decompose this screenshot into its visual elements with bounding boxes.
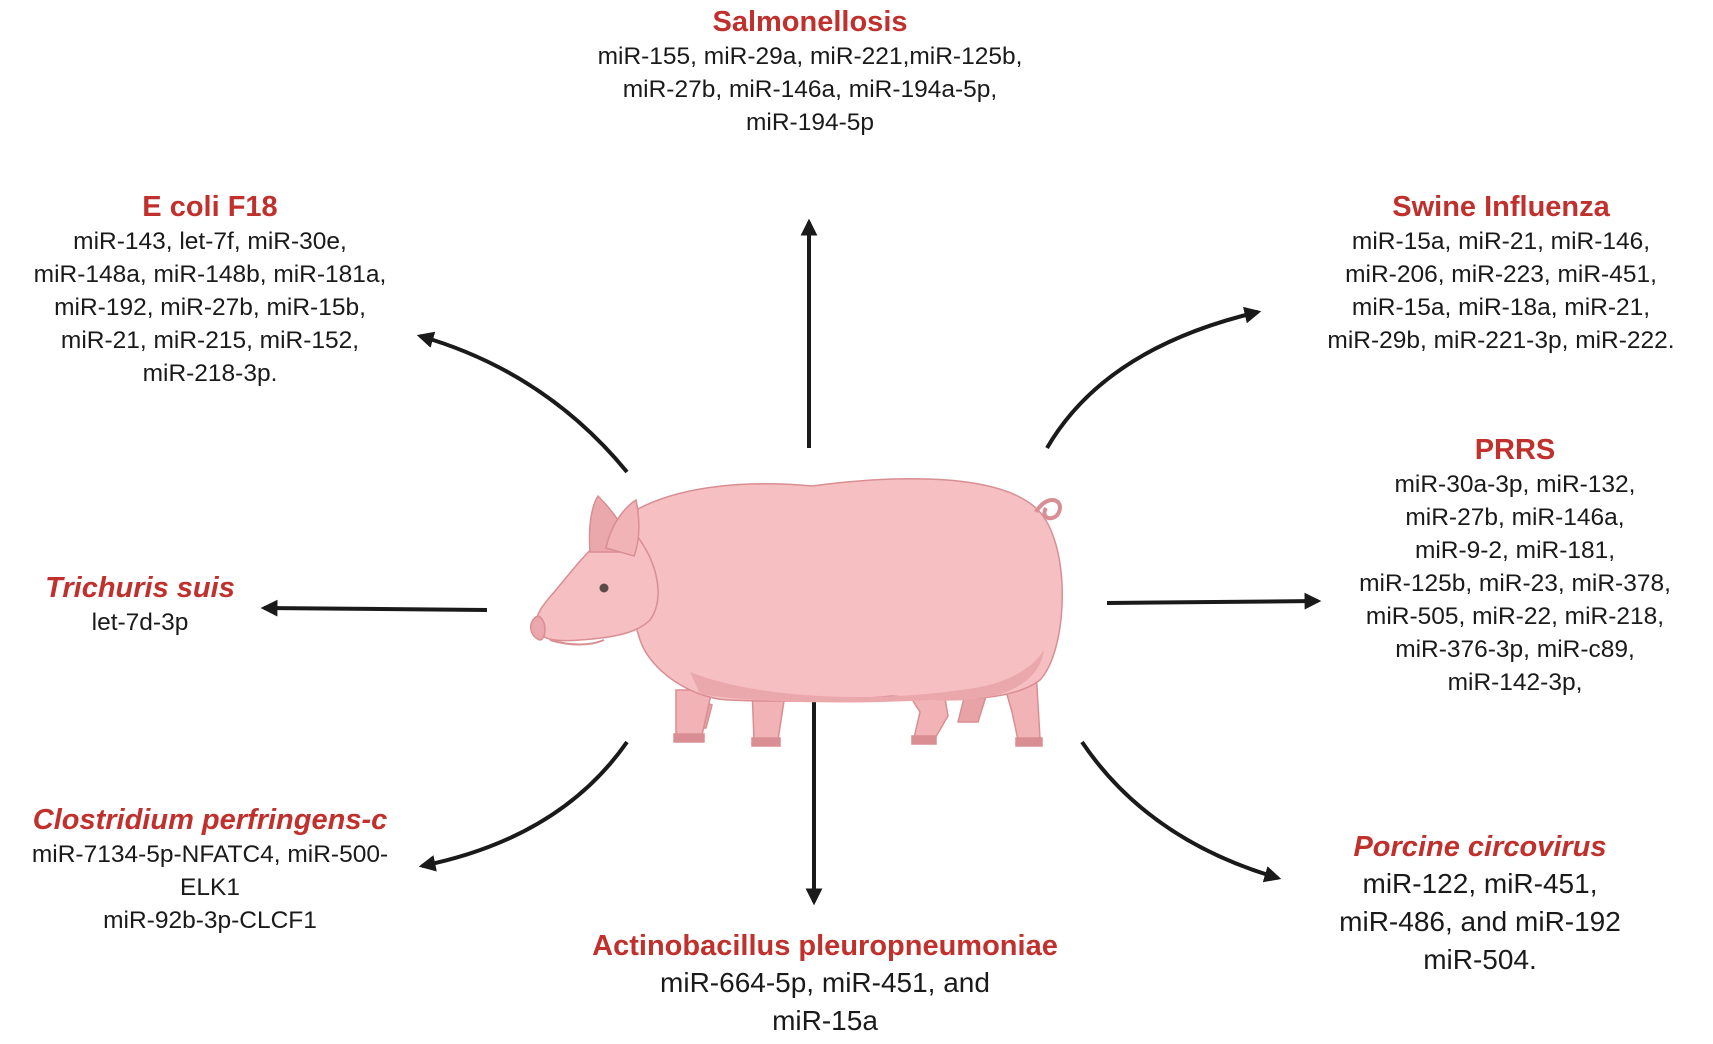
ecoli-title: E coli F18 [142, 191, 278, 223]
influenza-mirna-line: miR-206, miR-223, miR-451, [1345, 261, 1657, 288]
prrs-mirna-line: miR-9-2, miR-181, [1414, 537, 1616, 564]
influenza-title: Swine Influenza [1392, 191, 1610, 223]
arrow-to-ecoli [416, 331, 629, 474]
prrs-mirna-line: miR-505, miR-22, miR-218, [1365, 603, 1665, 630]
actinobacillus-mirna-line: miR-664-5p, miR-451, and [660, 967, 990, 998]
influenza-mirna-line: miR-15a, miR-18a, miR-21, [1351, 294, 1651, 321]
arrow-to-prrs [1106, 592, 1322, 610]
prrs-mirna-line: miR-27b, miR-146a, [1405, 504, 1625, 531]
actinobacillus-mirna-line: miR-15a [772, 1005, 878, 1036]
circovirus-title: Porcine circovirus [1353, 831, 1607, 863]
influenza-mirna-line: miR-29b, miR-221-3p, miR-222. [1327, 327, 1675, 354]
salmonellosis-block: Salmonellosis miR-155, miR-29a, miR-221,… [520, 4, 1100, 139]
clostridium-title: Clostridium perfringens-c [32, 804, 388, 836]
trichuris-mirna-line: let-7d-3p [91, 609, 189, 636]
trichuris-block: Trichuris suis let-7d-3p [20, 570, 260, 639]
salmonellosis-mirna-line: miR-194-5p [746, 109, 874, 136]
clostridium-mirna-line: miR-7134-5p-NFATC4, miR-500- [31, 841, 389, 868]
pig-illustration [530, 477, 1063, 747]
salmonellosis-title: Salmonellosis [712, 6, 908, 38]
influenza-block: Swine Influenza miR-15a, miR-21, miR-146… [1296, 189, 1706, 357]
arrow-to-trichuris [260, 599, 488, 617]
ecoli-mirna-line: miR-143, let-7f, miR-30e, [73, 228, 347, 255]
arrow-to-influenza [1045, 306, 1262, 450]
circovirus-mirna-line: miR-122, miR-451, [1362, 868, 1598, 899]
actinobacillus-title: Actinobacillus pleuropneumoniae [592, 930, 1058, 962]
circovirus-mirna-line: miR-504. [1423, 944, 1537, 975]
clostridium-mirna-line: ELK1 [180, 874, 240, 901]
prrs-mirna-line: miR-30a-3p, miR-132, [1394, 471, 1636, 498]
ecoli-mirna-line: miR-218-3p. [142, 360, 278, 387]
prrs-mirna-line: miR-376-3p, miR-c89, [1395, 636, 1635, 663]
arrow-to-circovirus [1080, 740, 1282, 883]
salmonellosis-mirna-line: miR-27b, miR-146a, miR-194a-5p, [622, 76, 998, 103]
trichuris-title: Trichuris suis [45, 572, 235, 604]
ecoli-mirna-line: miR-21, miR-215, miR-152, [60, 327, 360, 354]
actinobacillus-block: Actinobacillus pleuropneumoniae miR-664-… [555, 928, 1095, 1040]
clostridium-mirna-line: miR-92b-3p-CLCF1 [103, 907, 317, 934]
clostridium-block: Clostridium perfringens-c miR-7134-5p-NF… [0, 802, 420, 937]
prrs-mirna-line: miR-125b, miR-23, miR-378, [1359, 570, 1671, 597]
ecoli-block: E coli F18 miR-143, let-7f, miR-30e, miR… [0, 189, 420, 390]
circovirus-mirna-line: miR-486, and miR-192 [1339, 906, 1621, 937]
salmonellosis-mirna-line: miR-155, miR-29a, miR-221,miR-125b, [597, 43, 1023, 70]
ecoli-mirna-line: miR-148a, miR-148b, miR-181a, [33, 261, 387, 288]
prrs-title: PRRS [1474, 434, 1556, 466]
ecoli-mirna-line: miR-192, miR-27b, miR-15b, [54, 294, 366, 321]
prrs-mirna-line: miR-142-3p, [1447, 669, 1583, 696]
arrow-to-clostridium [418, 740, 629, 872]
prrs-block: PRRS miR-30a-3p, miR-132, miR-27b, miR-1… [1330, 432, 1700, 699]
circovirus-block: Porcine circovirus miR-122, miR-451, miR… [1290, 829, 1670, 979]
influenza-mirna-line: miR-15a, miR-21, miR-146, [1351, 228, 1651, 255]
